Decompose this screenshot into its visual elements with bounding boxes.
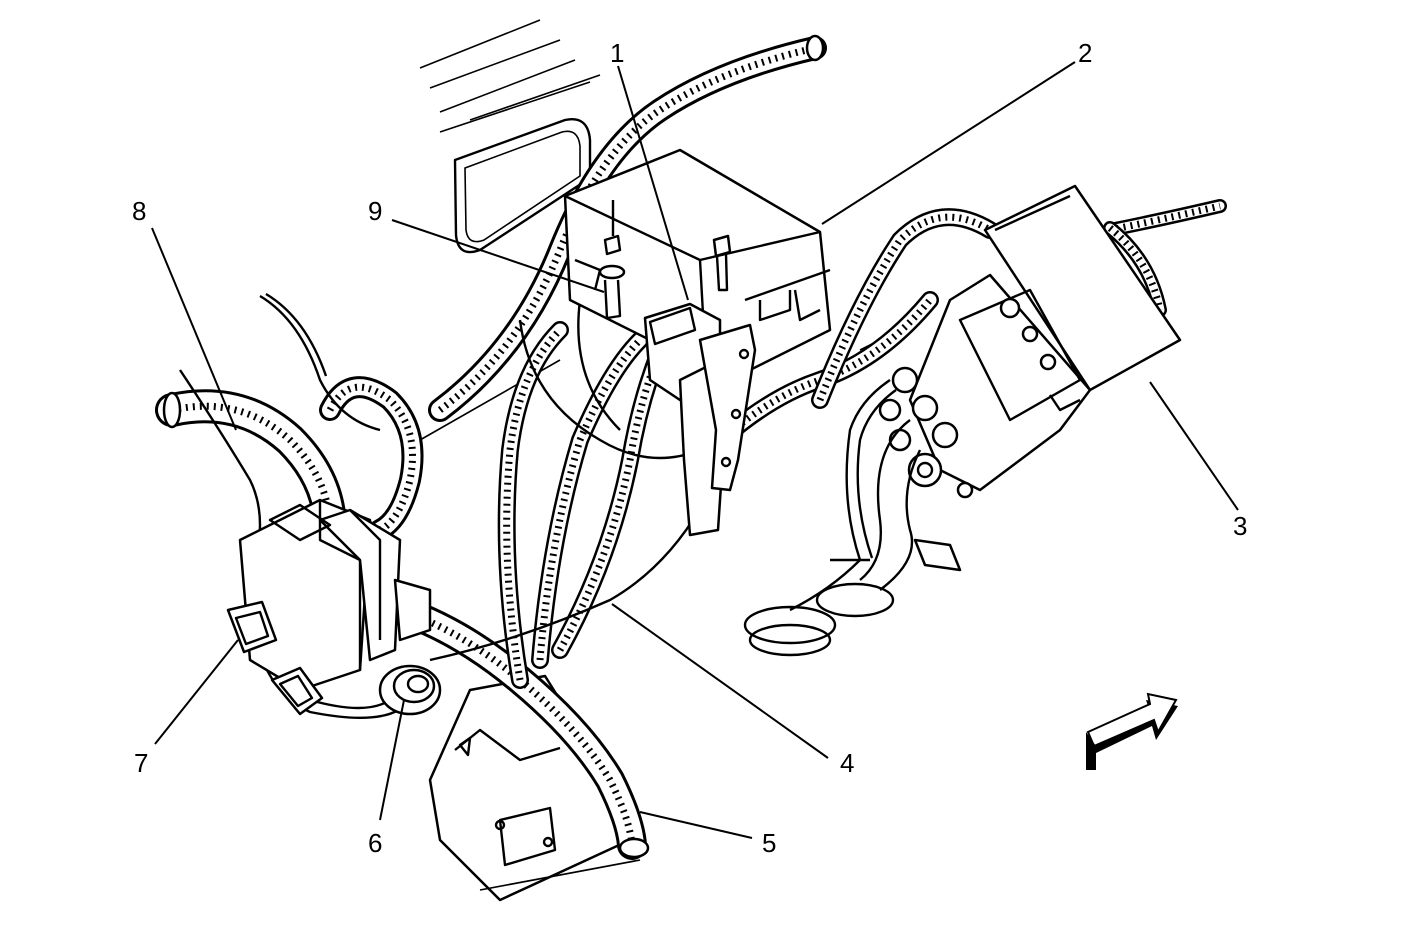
callout-4: 4	[840, 748, 854, 778]
callout-labels: 1 2 3 4 5 6 7 8 9	[132, 38, 1247, 858]
leader-lines	[151, 61, 1239, 839]
callout-6: 6	[368, 828, 382, 858]
mounting-bolt	[598, 200, 732, 320]
leader-8	[151, 227, 237, 431]
callout-3: 3	[1233, 511, 1247, 541]
leader-5	[639, 811, 753, 839]
callout-1: 1	[610, 38, 624, 68]
leader-3	[1149, 381, 1239, 511]
grommet	[378, 664, 442, 716]
leader-1	[617, 65, 689, 301]
harness-connector	[643, 302, 757, 537]
control-module	[878, 184, 1182, 499]
leader-6	[379, 699, 405, 821]
junction-block	[563, 148, 832, 382]
leader-9	[391, 219, 605, 293]
harness-conduits	[155, 34, 1227, 860]
brake-lines	[743, 379, 962, 657]
leader-4	[611, 603, 829, 759]
leader-7	[154, 639, 239, 745]
leader-2	[821, 61, 1076, 225]
callout-2: 2	[1078, 38, 1092, 68]
callout-5: 5	[762, 828, 776, 858]
forward-arrow-icon	[1086, 692, 1178, 770]
callout-9: 9	[368, 196, 382, 226]
connector-7	[226, 600, 324, 716]
left-module	[238, 498, 432, 692]
callout-8: 8	[132, 196, 146, 226]
callout-7: 7	[134, 748, 148, 778]
